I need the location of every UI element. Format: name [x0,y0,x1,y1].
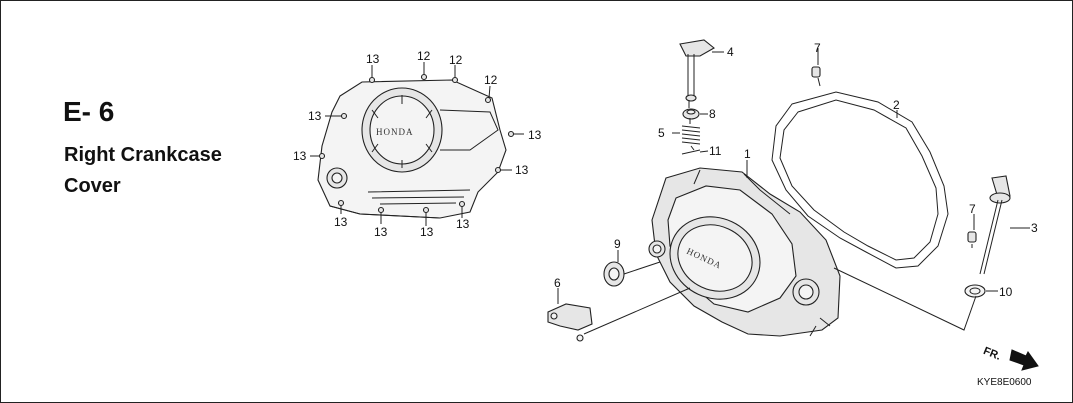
callout-9: 9 [614,237,621,251]
pin-part [681,149,701,155]
callout-13: 13 [374,225,388,239]
assembly-lines [557,48,1030,335]
callout-13: 13 [366,52,380,66]
washer-part [682,108,700,120]
outer-cover-leaders [310,62,524,226]
callout-13: 13 [293,149,307,163]
cable-stay-part [547,303,593,342]
callout-11: 11 [709,144,722,158]
callout-12: 12 [449,53,463,67]
callout-7: 7 [969,202,976,216]
oil-seal-part [603,261,625,287]
cover-bolts [318,73,515,214]
diagram-title: Right Crankcase Cover [64,140,264,202]
o-ring-part [964,284,986,298]
callout-13: 13 [334,215,348,229]
callout-5: 5 [658,126,665,140]
callout-12: 12 [417,49,431,63]
callout-7: 7 [814,41,821,55]
clutch-lifter-arm-part [679,39,715,102]
crankcase-cover-part: HONDA [648,167,841,337]
callout-13: 13 [456,217,470,231]
return-spring-part [681,125,701,145]
callout-13: 13 [420,225,434,239]
callout-10: 10 [999,285,1013,299]
section-code: E- 6 [63,96,115,127]
title-line-2: Cover [64,175,121,197]
callout-12: 12 [484,73,498,87]
oil-dipstick-part [979,175,1011,275]
gasket-part [771,91,949,269]
callout-1: 1 [744,147,751,161]
dowel-pins [811,66,977,243]
callout-13: 13 [515,163,529,177]
outer-cover-brand: HONDA [376,127,414,137]
callout-8: 8 [709,107,716,121]
front-arrow-icon [1009,349,1039,371]
callout-labels: 13 12 12 12 13 13 13 13 13 13 13 13 4 8 … [293,41,1038,299]
callout-4: 4 [727,45,734,59]
outer-cover-part: HONDA [317,79,507,219]
callout-13: 13 [308,109,322,123]
title-line-1: Right Crankcase [64,144,222,166]
callout-6: 6 [554,276,561,290]
diagram-code: KYE8E0600 [977,377,1032,388]
callout-3: 3 [1031,221,1038,235]
callout-2: 2 [893,98,900,112]
callout-13: 13 [528,128,542,142]
